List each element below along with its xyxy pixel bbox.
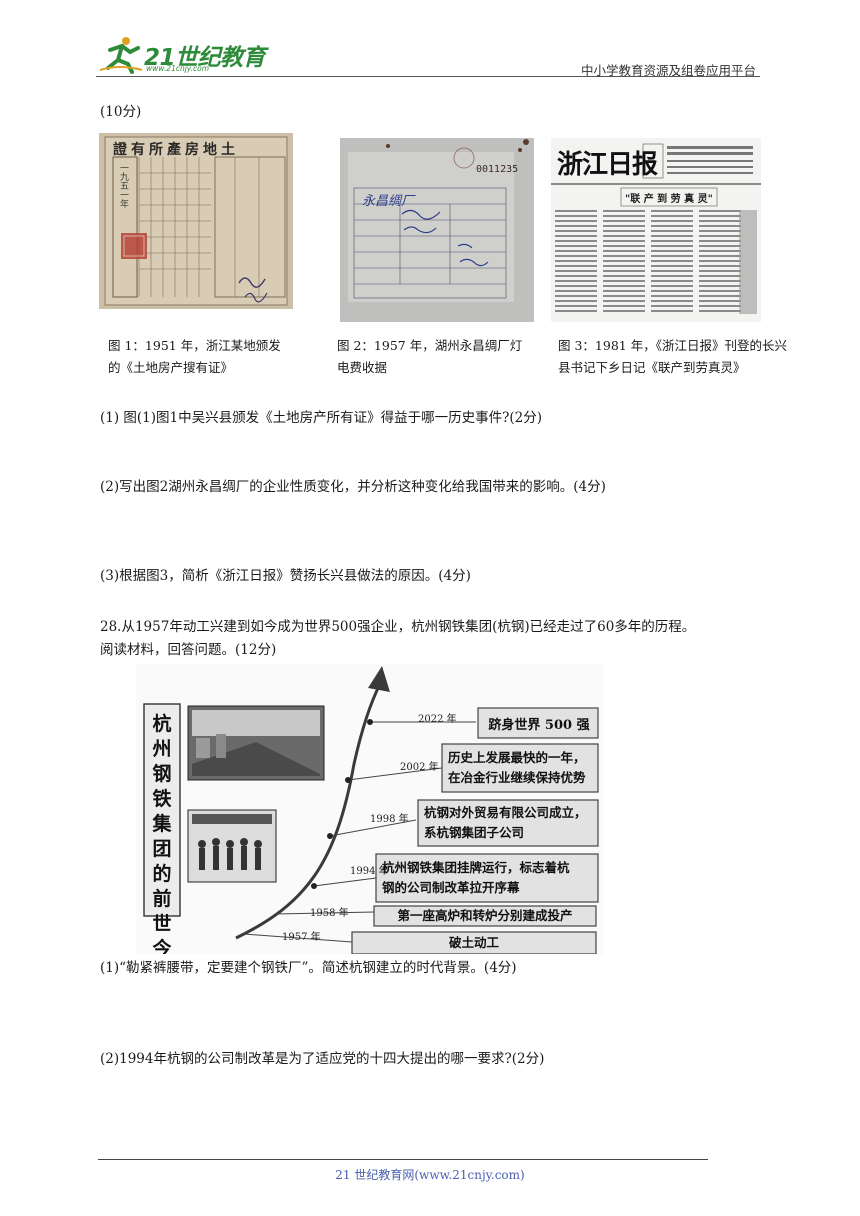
figure-1-doc-year: 一九五一年 [118,163,128,208]
figure-2-caption: 图 2：1957 年，湖州永昌绸厂灯 电费收据 [337,335,522,379]
figure-1-caption: 图 1：1951 年，浙江某地颁发 的《土地房产搜有证》 [108,335,281,379]
header-divider [96,76,760,77]
timeline-event-1998-line1: 杭钢对外贸易有限公司成立， [424,805,587,820]
timeline-year-1994: 1994 年 [350,866,389,877]
timeline-year-1998: 1998 年 [370,814,409,825]
timeline-event-1958-text: 第一座高炉和转炉分别建成投产 [397,908,573,923]
figure-1-image: 證有所產房地土 一九五一年 [99,133,293,309]
question-27-1: (1) 图(1)图1中吴兴县颁发《土地房产所有证》得益于哪一历史事件?(2分) [100,410,542,426]
timeline-event-1994: 杭州钢铁集团挂牌运行，标志着杭 钢的公司制改革拉开序幕 [382,858,596,898]
figure-2-doc-number: 0011235 [476,164,519,175]
timeline-event-2022: 跻身世界 500 强 [482,714,596,733]
timeline-event-1994-line2: 钢的公司制改革拉开序幕 [382,880,520,895]
question-28-2: (2)1994年杭钢的公司制改革是为了适应党的十四大提出的哪一要求?(2分) [100,1051,545,1067]
timeline-event-1957: 破土动工 [352,935,596,951]
figure-1-caption-line2: 的《土地房产搜有证》 [108,360,234,375]
timeline-figure: 杭州钢铁集团的前世今生 2022 年 2002 年 1998 年 1994 年 … [136,664,604,954]
figure-3-headline: "联 产 到 劳 真 灵" [625,194,713,205]
platform-title: 中小学教育资源及组卷应用平台 [580,63,756,78]
site-logo: 21世纪教育 www.21cnjy.com [96,34,266,74]
logo-url: www.21cnjy.com [146,64,210,73]
footer-divider [98,1159,708,1160]
timeline-event-2002: 历史上发展最快的一年， 在冶金行业继续保持优势 [448,748,596,788]
question-28-intro-line2: 阅读材料，回答问题。(12分) [100,642,277,658]
timeline-title: 杭州钢铁集团的前世今生 [152,713,172,954]
question-28-intro-line1: 28.从1957年动工兴建到如今成为世界500强企业，杭州钢铁集团(杭钢)已经走… [100,619,696,635]
figure-2-handwriting: 永昌绸厂 [362,194,415,209]
question-27-3: (3)根据图3，简析《浙江日报》赞扬长兴县做法的原因。(4分) [100,568,471,584]
figure-1-caption-line1: 图 1：1951 年，浙江某地颁发 [108,338,281,353]
logo-text: 21世纪教育 [144,45,266,71]
score-label: (10分) [100,104,142,120]
timeline-event-1958: 第一座高炉和转炉分别建成投产 [374,908,596,924]
question-27-2: (2)写出图2湖州永昌绸厂的企业性质变化，并分析这种变化给我国带来的影响。(4分… [100,479,606,495]
timeline-event-2022-text: 跻身世界 500 强 [488,718,590,733]
timeline-event-2002-line2: 在冶金行业继续保持优势 [448,770,586,785]
timeline-year-1958: 1958 年 [310,908,349,919]
runner-icon [99,37,143,74]
figure-2-caption-line2: 电费收据 [337,360,388,375]
figure-3-image: 浙江日报 "联 产 到 劳 真 灵" [551,138,761,322]
figure-3-caption-line1: 图 3：1981 年，《浙江日报》刊登的长兴 [558,338,787,353]
timeline-event-1957-text: 破土动工 [448,935,499,950]
figure-2-image: 0011235 永昌绸厂 [340,138,534,322]
figure-2-caption-line1: 图 2：1957 年，湖州永昌绸厂灯 [337,338,523,353]
figure-3-caption: 图 3：1981 年，《浙江日报》刊登的长兴 县书记下乡日记《联产到劳真灵》 [558,335,787,379]
figure-1-doc-title: 證有所產房地土 [113,142,239,158]
timeline-event-1998: 杭钢对外贸易有限公司成立， 系杭钢集团子公司 [424,803,596,843]
figure-3-masthead: 浙江日报 [557,150,658,180]
page-header: 21世纪教育 www.21cnjy.com 中小学教育资源及组卷应用平台 [96,30,760,78]
question-28-1: (1)“勒紧裤腰带，定要建个钢铁厂”。简述杭钢建立的时代背景。(4分) [100,960,517,976]
timeline-event-1998-line2: 系杭钢集团子公司 [424,825,525,840]
timeline-event-1994-line1: 杭州钢铁集团挂牌运行，标志着杭 [382,860,570,875]
footer-text: 21 世纪教育网(www.21cnjy.com) [335,1168,525,1182]
timeline-year-1957: 1957 年 [282,932,321,943]
timeline-year-2002: 2002 年 [400,762,439,773]
timeline-year-2022: 2022 年 [418,714,457,725]
figure-3-caption-line2: 县书记下乡日记《联产到劳真灵》 [558,360,746,375]
timeline-event-2002-line1: 历史上发展最快的一年， [448,750,586,765]
